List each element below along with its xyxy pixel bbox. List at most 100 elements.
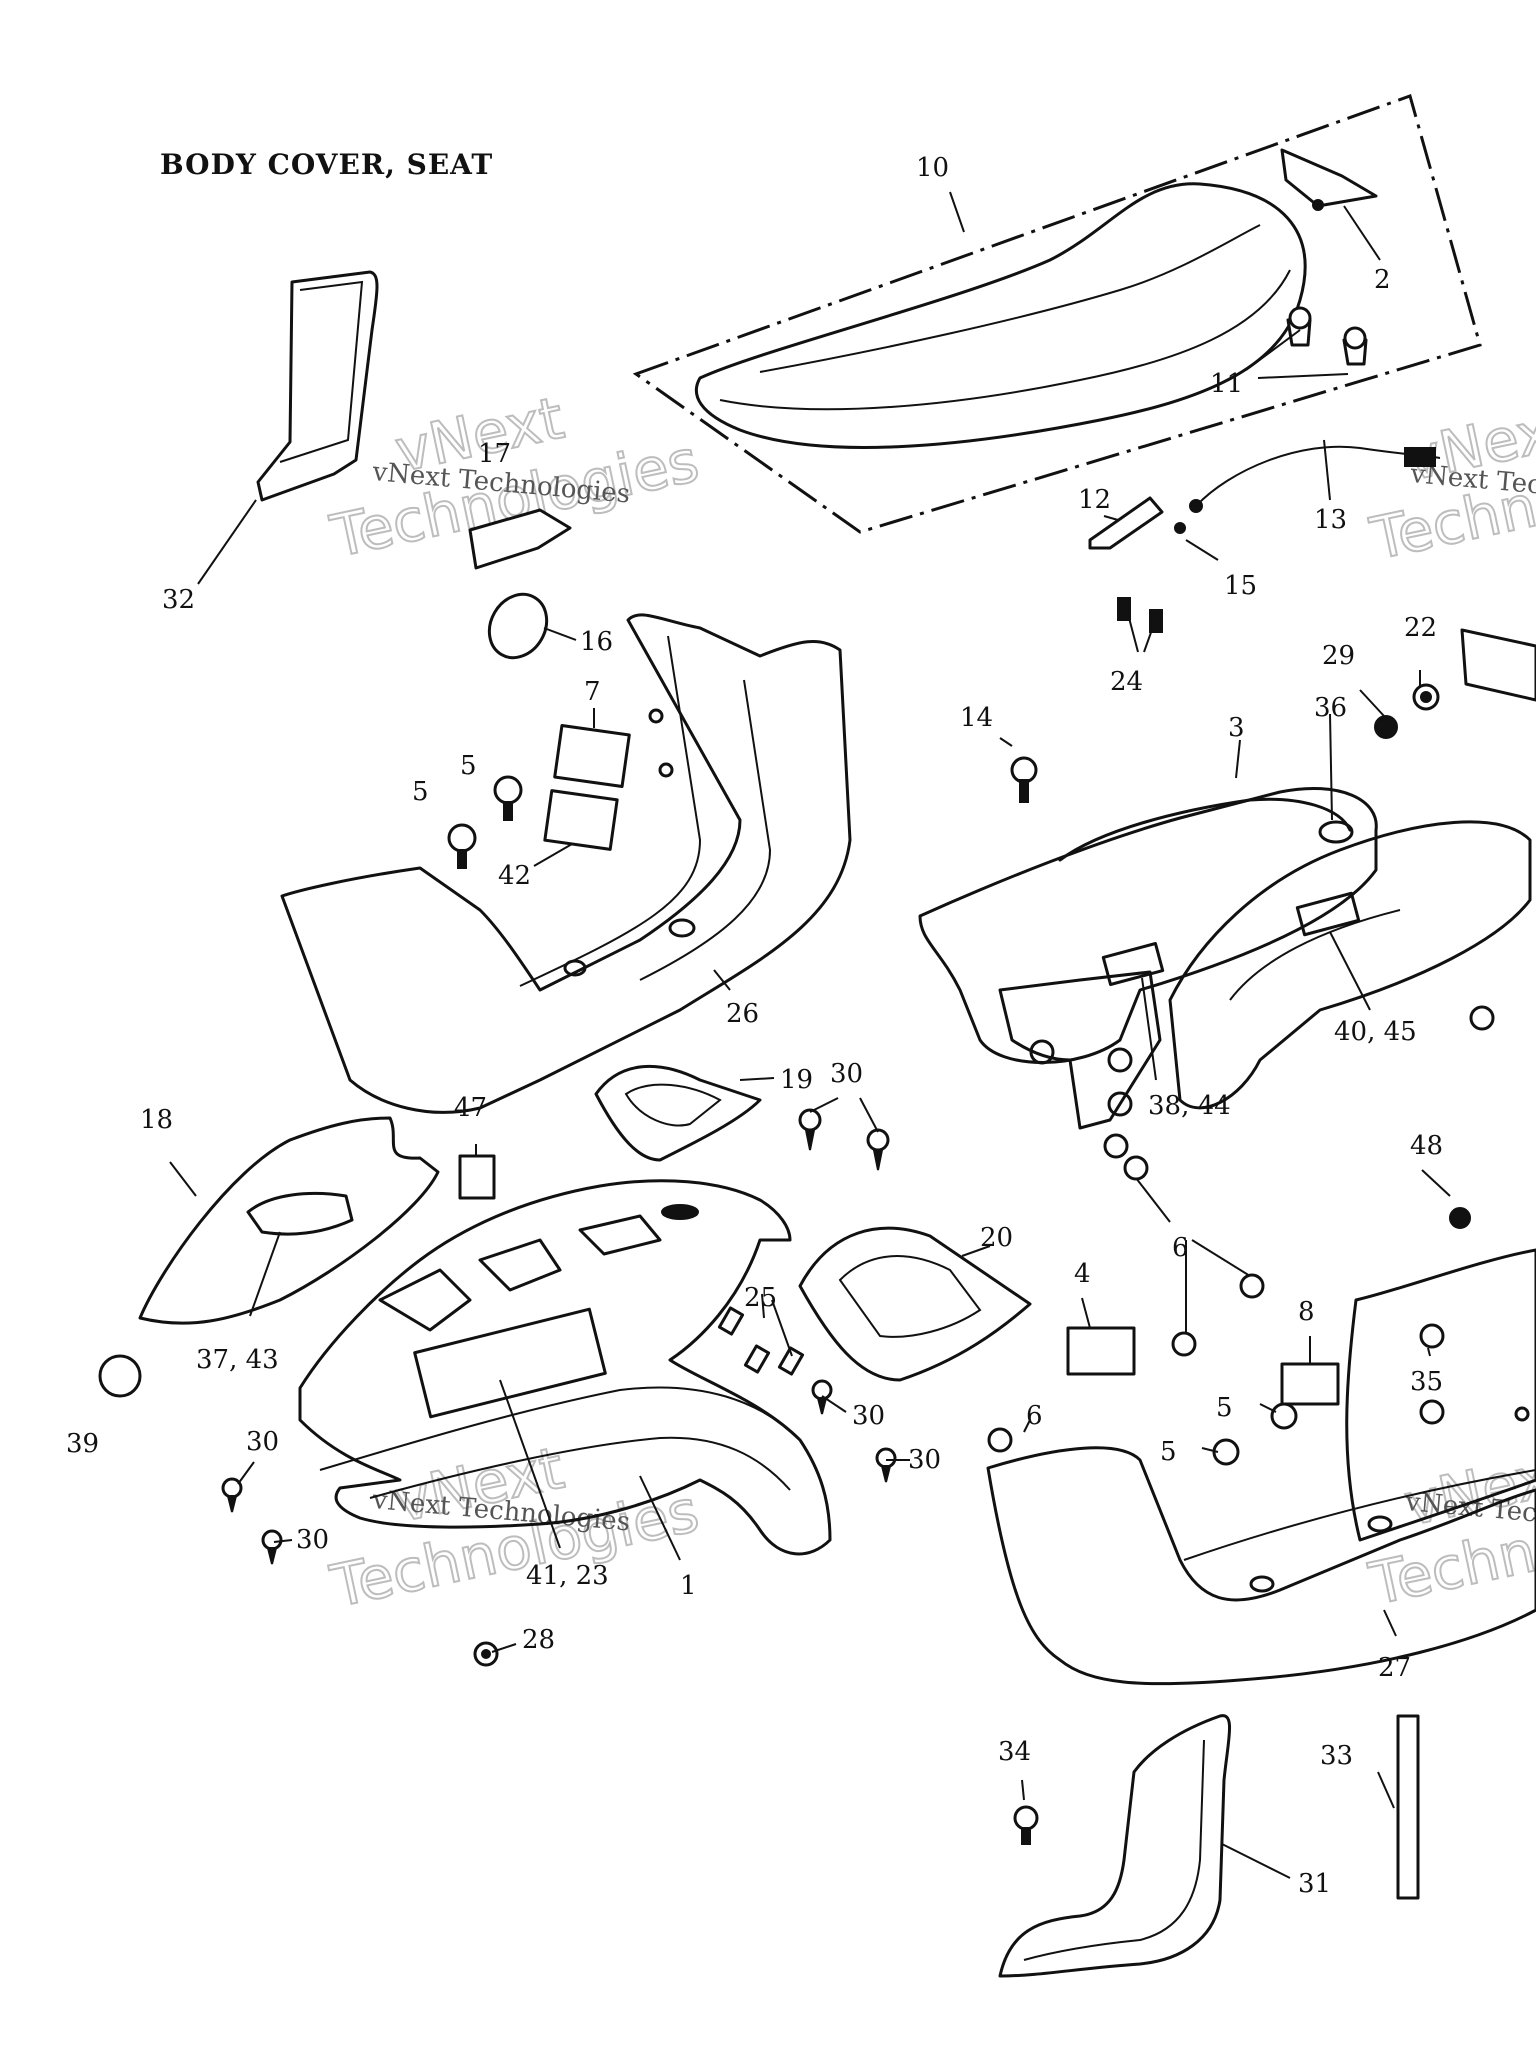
screw-30f-tip — [266, 1547, 278, 1565]
front-body-line — [319, 1386, 801, 1471]
callout-15: 15 — [1224, 571, 1257, 601]
screw-30d — [875, 1447, 897, 1469]
label-4 — [1066, 1326, 1136, 1376]
callout-37-43: 37, 43 — [196, 1345, 279, 1375]
callout-19: 19 — [780, 1065, 813, 1095]
seat-cushion — [694, 182, 1307, 450]
screw-30b-tip — [872, 1149, 884, 1171]
label-38-44 — [1101, 941, 1165, 987]
callout-29: 29 — [1322, 641, 1355, 671]
screw-5c — [1270, 1402, 1298, 1430]
bolt-35b — [1419, 1399, 1445, 1425]
label-41-23 — [413, 1307, 607, 1419]
callout-27: 27 — [1378, 1653, 1411, 1683]
seat-top-line — [759, 224, 1261, 373]
diagram-title: BODY COVER, SEAT — [160, 148, 494, 181]
screw-30d-tip — [880, 1465, 892, 1483]
right-floorboard-hole-1 — [1249, 1575, 1275, 1593]
callout-36: 36 — [1314, 693, 1347, 723]
front-body-vent-1 — [378, 1268, 472, 1332]
front-fender-vent — [246, 1191, 354, 1236]
reflector-39 — [98, 1354, 142, 1398]
label-8 — [1280, 1362, 1340, 1406]
cable-end — [1189, 499, 1203, 513]
bolt-6d — [987, 1427, 1013, 1453]
bolt-14-shank — [1019, 779, 1029, 803]
right-floorboard — [986, 1446, 1536, 1686]
callout-3: 3 — [1228, 713, 1245, 743]
right-guard-lower — [998, 1714, 1231, 1978]
floorboard-hole-3 — [668, 918, 696, 938]
screw-30b — [866, 1128, 890, 1152]
callout-5b: 5 — [412, 777, 429, 807]
left-floorboard-inner-2 — [639, 679, 772, 981]
rear-fender-rim — [1058, 797, 1352, 862]
callout-4: 4 — [1074, 1259, 1091, 1289]
right-rear-fender-line — [1229, 909, 1401, 1001]
callout-30a: 30 — [830, 1059, 863, 1089]
callout-7: 7 — [584, 677, 601, 707]
bolt-6b — [1239, 1273, 1265, 1299]
front-body-cover — [298, 1179, 832, 1556]
front-body-vent-2 — [478, 1238, 562, 1292]
callout-1: 1 — [680, 1571, 697, 1601]
label-42 — [543, 789, 619, 851]
side-cover-19 — [594, 1064, 762, 1162]
callout-41-23: 41, 23 — [526, 1561, 609, 1591]
callout-34: 34 — [998, 1737, 1031, 1767]
callout-6b: 6 — [1026, 1401, 1043, 1431]
cable-lock — [1404, 447, 1436, 467]
callout-6a: 6 — [1172, 1233, 1189, 1263]
screw-30e-tip — [226, 1495, 238, 1513]
label-40-45 — [1295, 891, 1361, 937]
callout-2: 2 — [1374, 265, 1391, 295]
bolt-6c — [1171, 1331, 1197, 1357]
bolt-14 — [1010, 756, 1038, 784]
callout-38-44: 38, 44 — [1148, 1091, 1231, 1121]
seat-assembly-outline — [632, 94, 1482, 534]
side-cover-20 — [798, 1226, 1032, 1382]
bolt-edge — [1469, 1005, 1495, 1031]
right-floorboard-hole-2 — [1367, 1515, 1393, 1533]
strip-33 — [1396, 1714, 1420, 1900]
callout-20: 20 — [980, 1223, 1013, 1253]
fender-hole-2 — [1107, 1047, 1133, 1073]
floorboard-hole-1 — [648, 708, 664, 724]
callout-16: 16 — [580, 627, 613, 657]
seat-bolt-2-head — [1343, 326, 1367, 350]
right-floorboard-hole-3 — [1514, 1406, 1530, 1422]
callout-11: 11 — [1210, 369, 1243, 399]
callout-30b: 30 — [852, 1401, 885, 1431]
bracket-bolt — [1312, 199, 1324, 211]
front-body-cap — [661, 1204, 699, 1220]
fender-hole-3 — [1107, 1091, 1133, 1117]
latch-bolt-1 — [1117, 597, 1131, 621]
callout-30e: 30 — [296, 1525, 329, 1555]
seat-bolt-1-head — [1288, 306, 1312, 330]
callout-40-45: 40, 45 — [1334, 1017, 1417, 1047]
screw-5b — [447, 823, 477, 853]
grommet — [487, 592, 549, 660]
seat-bracket — [1280, 148, 1378, 208]
seat-assembly — [632, 94, 1482, 633]
callout-5d: 5 — [1160, 1437, 1177, 1467]
leader-lines — [169, 191, 1451, 1879]
screw-30f — [261, 1529, 283, 1551]
screw-5a — [493, 775, 523, 805]
nut-48 — [1449, 1207, 1471, 1229]
rear-fender — [918, 787, 1378, 1064]
callout-35: 35 — [1410, 1367, 1443, 1397]
callout-labels: 10 2 11 13 12 15 24 17 32 16 7 5 5 42 26… — [66, 153, 1443, 1899]
bolt-34-shank — [1021, 1827, 1031, 1845]
callout-24: 24 — [1110, 667, 1143, 697]
bolt-28-center — [481, 1649, 491, 1659]
left-guard-upper-inner — [279, 280, 364, 463]
callout-30d: 30 — [246, 1427, 279, 1457]
front-body-line-2 — [369, 1436, 791, 1499]
screw-5a-shank — [503, 801, 513, 821]
callout-10: 10 — [916, 153, 949, 183]
right-rear-fender — [1168, 820, 1532, 1110]
label-47 — [458, 1154, 496, 1200]
